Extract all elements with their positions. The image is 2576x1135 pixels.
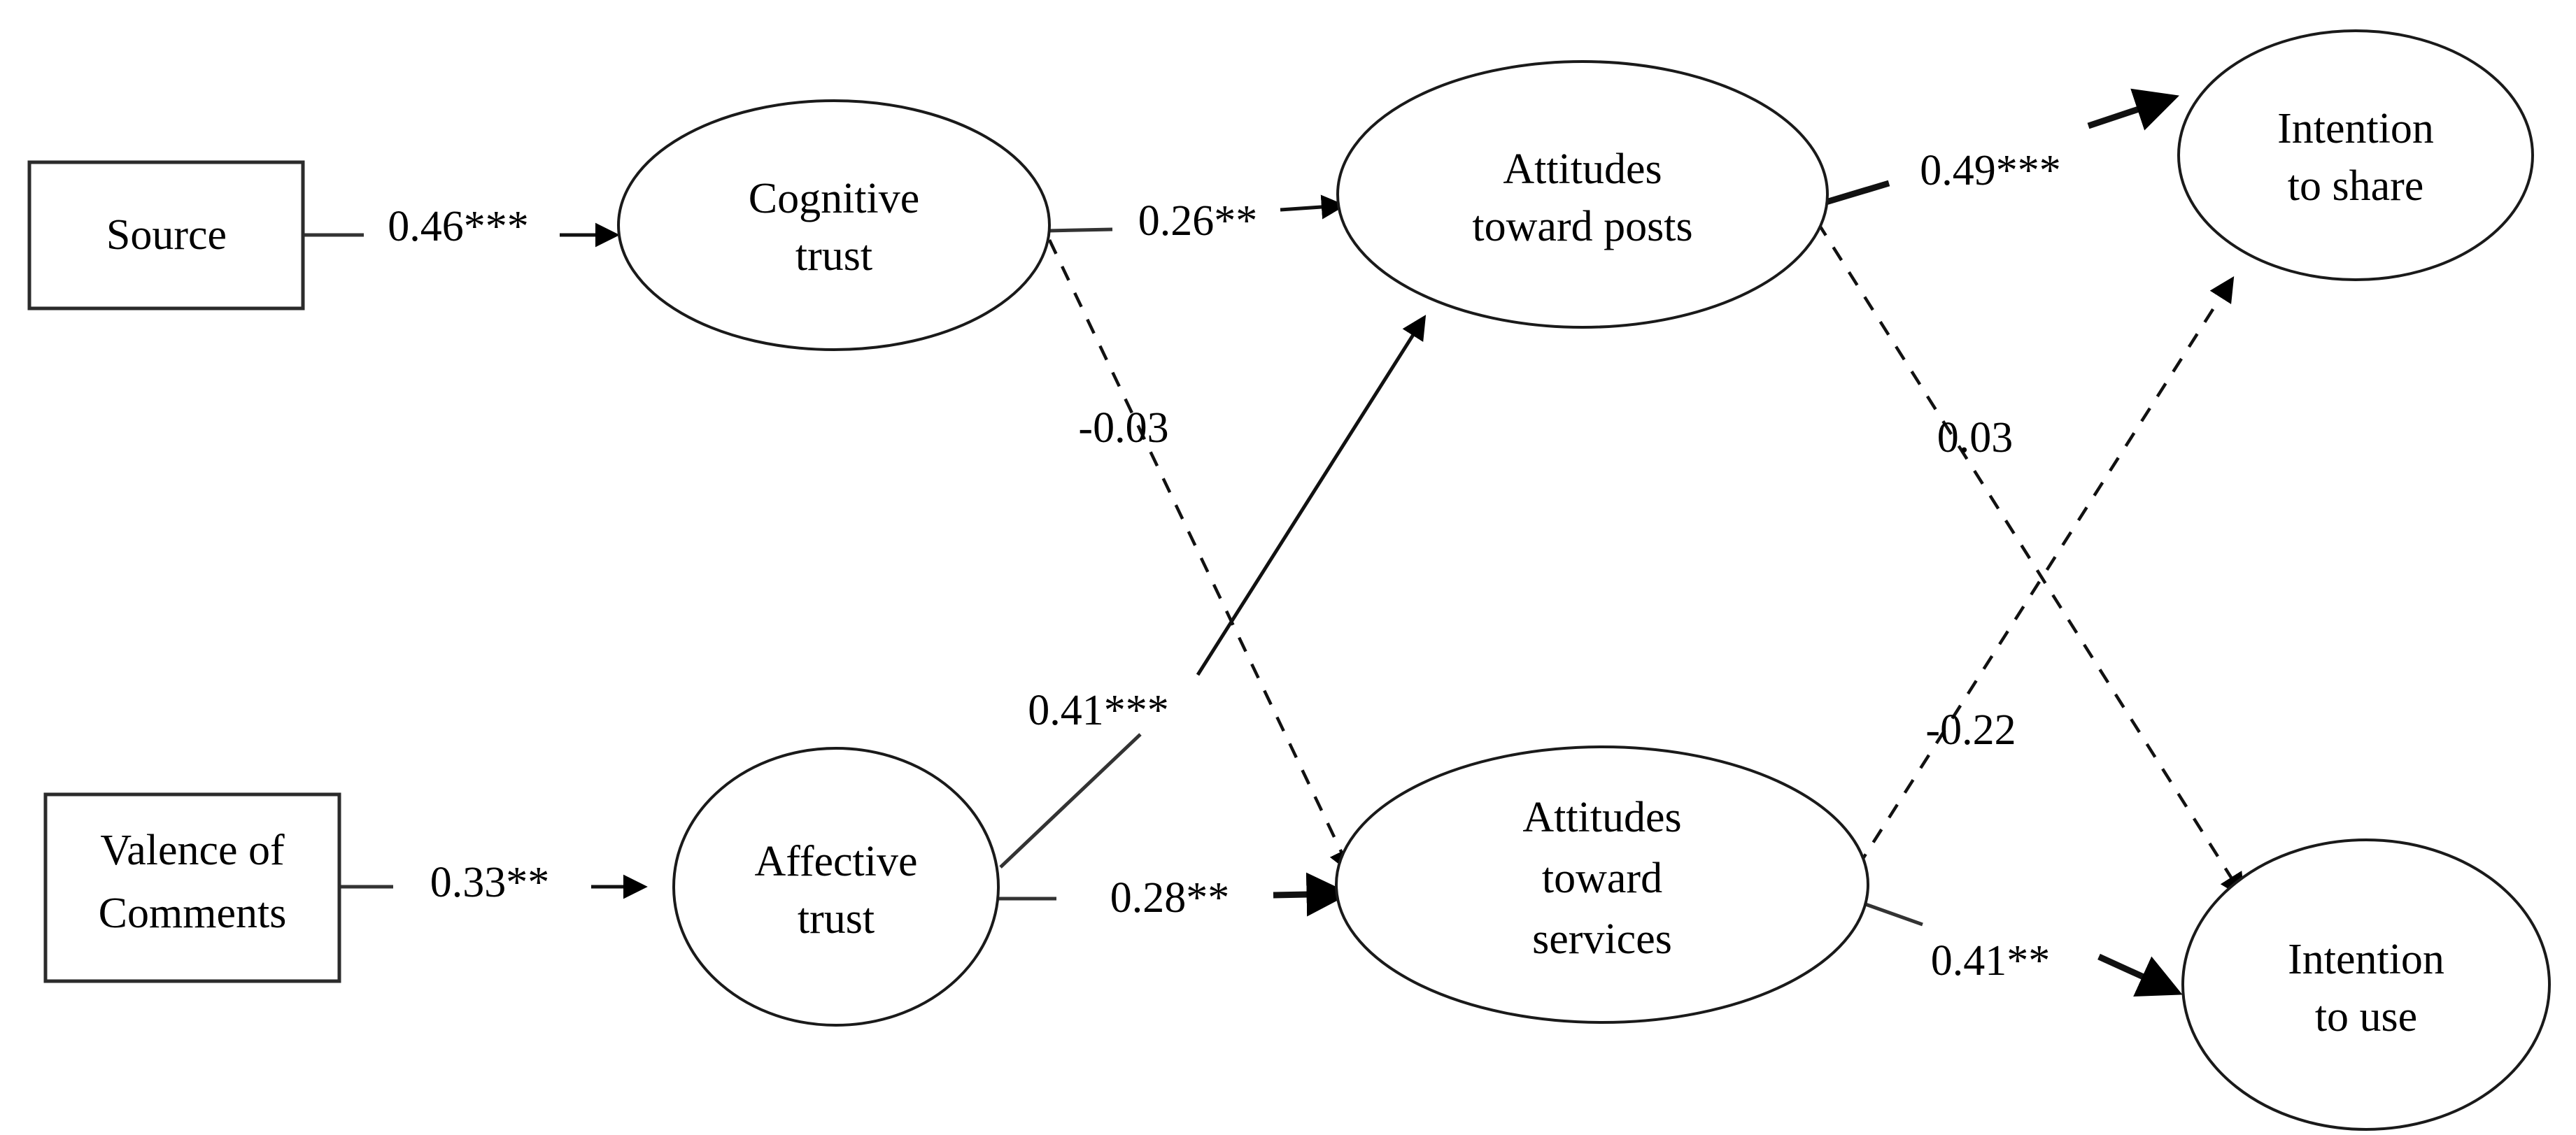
node-intention-share-ellipse [2177,29,2534,281]
node-attitudes-toward-posts[interactable]: Attitudes toward posts [1336,60,1829,329]
node-attitudes-services-label-line3: services [1532,915,1672,963]
node-cognitive-trust-ellipse [617,99,1051,351]
node-cognitive-trust-label-line1: Cognitive [749,175,920,222]
edge-dashed-attserv-intshare [1856,276,2235,869]
edge-stub-attposts [1818,180,1890,208]
path-coefficient-label: 0.26** [1138,197,1258,245]
path-coefficient-label: 0.41** [1931,937,2051,985]
node-source-rect [27,160,305,310]
node-intention-to-use[interactable]: Intention to use [2181,838,2551,1131]
edge-arrow-cognitive-attposts [1280,194,1346,220]
edge-arrow-affective-attserv [1273,872,1351,917]
node-cognitive-trust[interactable]: Cognitive trust [617,99,1051,351]
edge-affective-trust-to-attitudes-services: 0.28** [997,872,1351,922]
edge-attitudes-services-to-intention-share: -0.22 [1856,276,2235,869]
node-affective-trust[interactable]: Affective trust [672,747,1000,1027]
edge-arrow-attserv-intuse [2097,953,2183,997]
node-attitudes-posts-label-line1: Attitudes [1503,145,1662,193]
path-coefficient-label: 0.28** [1110,874,1230,922]
edge-stub-affective-up [999,733,1142,869]
edge-cognitive-trust-to-attitudes-services: -0.03 [1047,239,1353,875]
node-attitudes-services-label-line2: toward [1542,855,1662,902]
node-source[interactable]: Source [27,160,305,310]
node-valence-rect [43,792,341,983]
node-valence-of-comments[interactable]: Valence of Comments [43,792,341,983]
node-intention-share-label-line2: to share [2288,162,2424,210]
edge-affective-trust-to-attitudes-posts: 0.41*** [999,315,1427,869]
path-coefficient-label: 0.03 [1937,414,2014,462]
node-valence-label-line1: Valence of [100,827,285,874]
edge-valence-to-affective-trust: 0.33** [339,859,648,906]
path-coefficient-label: -0.03 [1078,404,1168,452]
edge-arrow-attposts-intshare [2087,88,2179,131]
path-coefficient-label: 0.41*** [1028,687,1169,734]
node-attitudes-services-label-line1: Attitudes [1522,794,1681,841]
edge-stub-cognitive [1047,227,1113,233]
node-intention-to-share[interactable]: Intention to share [2177,29,2534,281]
node-intention-use-ellipse [2181,838,2551,1131]
edge-attitudes-posts-to-intention-share: 0.49*** [1818,88,2179,208]
node-attitudes-posts-ellipse [1336,60,1829,329]
node-attitudes-toward-services[interactable]: Attitudes toward services [1335,745,1869,1024]
edge-dashed-attposts-intuse [1816,221,2245,899]
node-valence-label-line2: Comments [99,890,287,937]
path-coefficient-label: 0.46*** [388,203,529,250]
edge-source-to-cognitive-trust: 0.46*** [303,203,620,250]
edge-attitudes-posts-to-intention-use: 0.03 [1816,221,2245,899]
node-attitudes-services-ellipse [1335,745,1869,1024]
node-affective-trust-label-line1: Affective [755,838,918,885]
node-intention-share-label-line1: Intention [2277,105,2434,152]
edge-arrow-affective-attposts [1196,315,1427,676]
edge-cognitive-trust-to-attitudes-posts: 0.26** [1047,194,1346,245]
node-affective-trust-label-line2: trust [798,895,875,943]
path-coefficient-label: -0.22 [1925,706,2016,754]
node-affective-trust-ellipse [672,747,1000,1027]
node-source-label: Source [106,211,227,259]
node-attitudes-posts-label-line2: toward posts [1472,203,1692,250]
path-coefficient-label: 0.49*** [1920,147,2061,194]
node-intention-use-label-line2: to use [2315,993,2417,1041]
node-cognitive-trust-label-line2: trust [795,232,872,280]
node-intention-use-label-line1: Intention [2288,936,2444,983]
path-coefficient-label: 0.33** [430,859,550,906]
edge-stub-attserv [1859,900,1923,927]
edge-attitudes-services-to-intention-use: 0.41** [1859,900,2183,997]
